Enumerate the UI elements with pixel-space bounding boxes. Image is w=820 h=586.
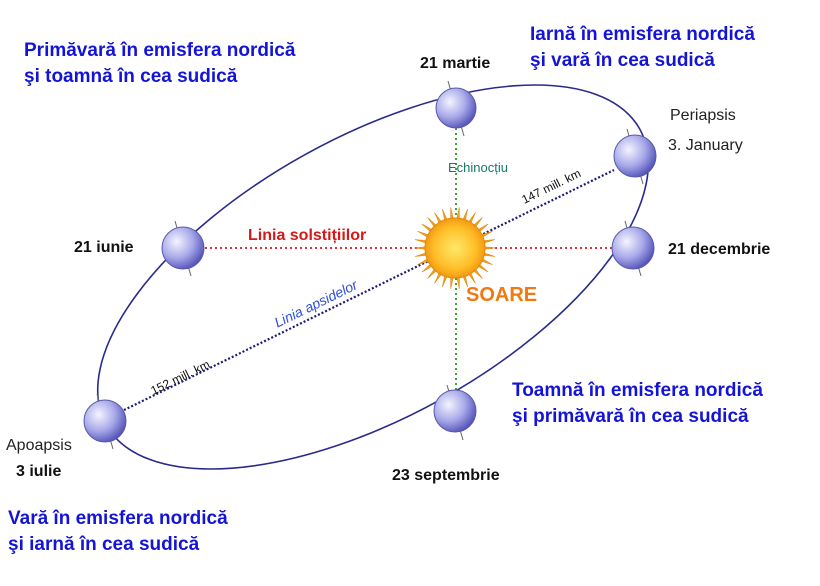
periapsis-date: 3. January	[668, 137, 743, 154]
apoapsis-label: Apoapsis	[6, 437, 72, 454]
earth-periapsis	[613, 128, 657, 185]
sun	[424, 217, 486, 279]
date-september: 23 septembrie	[392, 467, 500, 484]
caption-winter-north: Iarnă în emisfera nordică	[530, 24, 755, 45]
solstice-label: Linia solstițiilor	[248, 227, 367, 244]
caption-summer-north-2: şi iarnă în cea sudică	[8, 534, 200, 555]
equinox-label: Echinocțiu	[448, 160, 508, 175]
periapsis-label: Periapsis	[670, 107, 736, 124]
earth-december	[611, 220, 655, 277]
caption-winter-north-2: şi vară în cea sudică	[530, 50, 715, 71]
date-march: 21 martie	[420, 55, 491, 72]
caption-spring-north: Primăvară în emisfera nordică	[24, 40, 296, 61]
earth-september	[433, 384, 477, 441]
aphelion-distance: 152 mill. km	[148, 357, 212, 398]
earth-june	[161, 220, 205, 277]
apsides-label: Linia apsidelor	[272, 276, 361, 331]
earth-apoapsis	[83, 393, 127, 450]
sun-ray-set	[413, 207, 497, 289]
perihelion-distance: 147 mill. km	[519, 166, 583, 207]
caption-autumn-north: Toamnă în emisfera nordică	[512, 380, 763, 401]
apsides-line	[123, 169, 615, 411]
sun-label: SOARE	[466, 284, 538, 306]
earth-march	[435, 80, 477, 137]
date-june: 21 iunie	[74, 239, 134, 256]
caption-summer-north: Vară în emisfera nordică	[8, 508, 228, 529]
caption-autumn-north-2: şi primăvară în cea sudică	[512, 406, 749, 427]
date-july: 3 iulie	[16, 463, 62, 480]
date-december: 21 decembrie	[668, 241, 771, 258]
caption-spring-north-2: şi toamnă în cea sudică	[24, 66, 238, 87]
sun-rays	[413, 207, 497, 289]
